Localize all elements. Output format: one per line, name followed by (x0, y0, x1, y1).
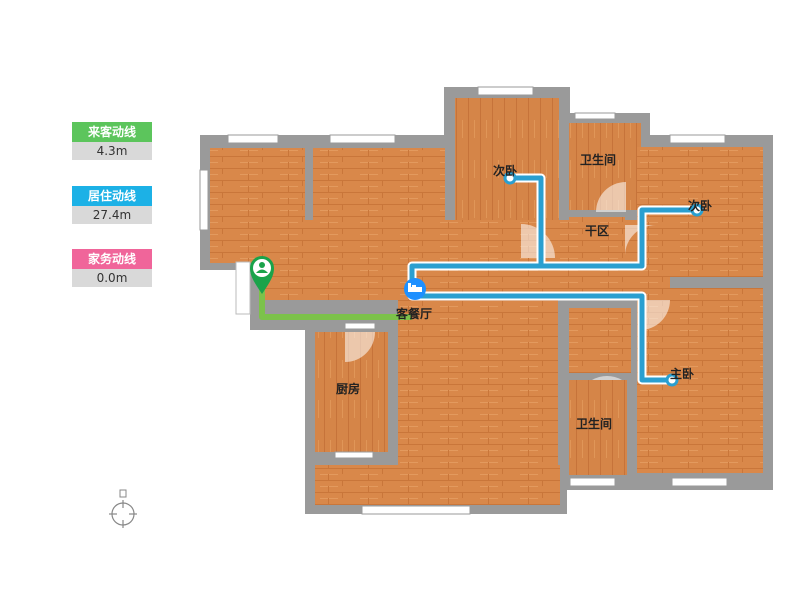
legend-guest-label: 来客动线 (72, 122, 152, 142)
label-dry-area: 干区 (585, 224, 609, 238)
entry-door (235, 261, 251, 315)
legend-guest: 来客动线 4.3m (72, 122, 152, 160)
compass-icon (109, 489, 137, 528)
label-bathroom-top: 卫生间 (580, 152, 616, 167)
bed-icon (404, 278, 426, 300)
label-bedroom-a: 次卧 (493, 163, 517, 178)
label-kitchen: 厨房 (336, 381, 360, 396)
legend-guest-value: 4.3m (72, 142, 152, 160)
legend-housework-label: 家务动线 (72, 249, 152, 269)
route-endpoints (503, 171, 704, 387)
label-bathroom-bottom: 卫生间 (576, 416, 612, 431)
legend-living-value: 27.4m (72, 206, 152, 224)
legend-living: 居住动线 27.4m (72, 186, 152, 224)
person-pin-icon (250, 256, 274, 294)
windows (199, 86, 728, 515)
label-master: 主卧 (670, 366, 694, 381)
legend-housework-value: 0.0m (72, 269, 152, 287)
legend-housework: 家务动线 0.0m (72, 249, 152, 287)
floors (210, 98, 763, 505)
legend-living-label: 居住动线 (72, 186, 152, 206)
label-living: 客餐厅 (395, 306, 432, 321)
label-bedroom-b: 次卧 (688, 198, 712, 213)
